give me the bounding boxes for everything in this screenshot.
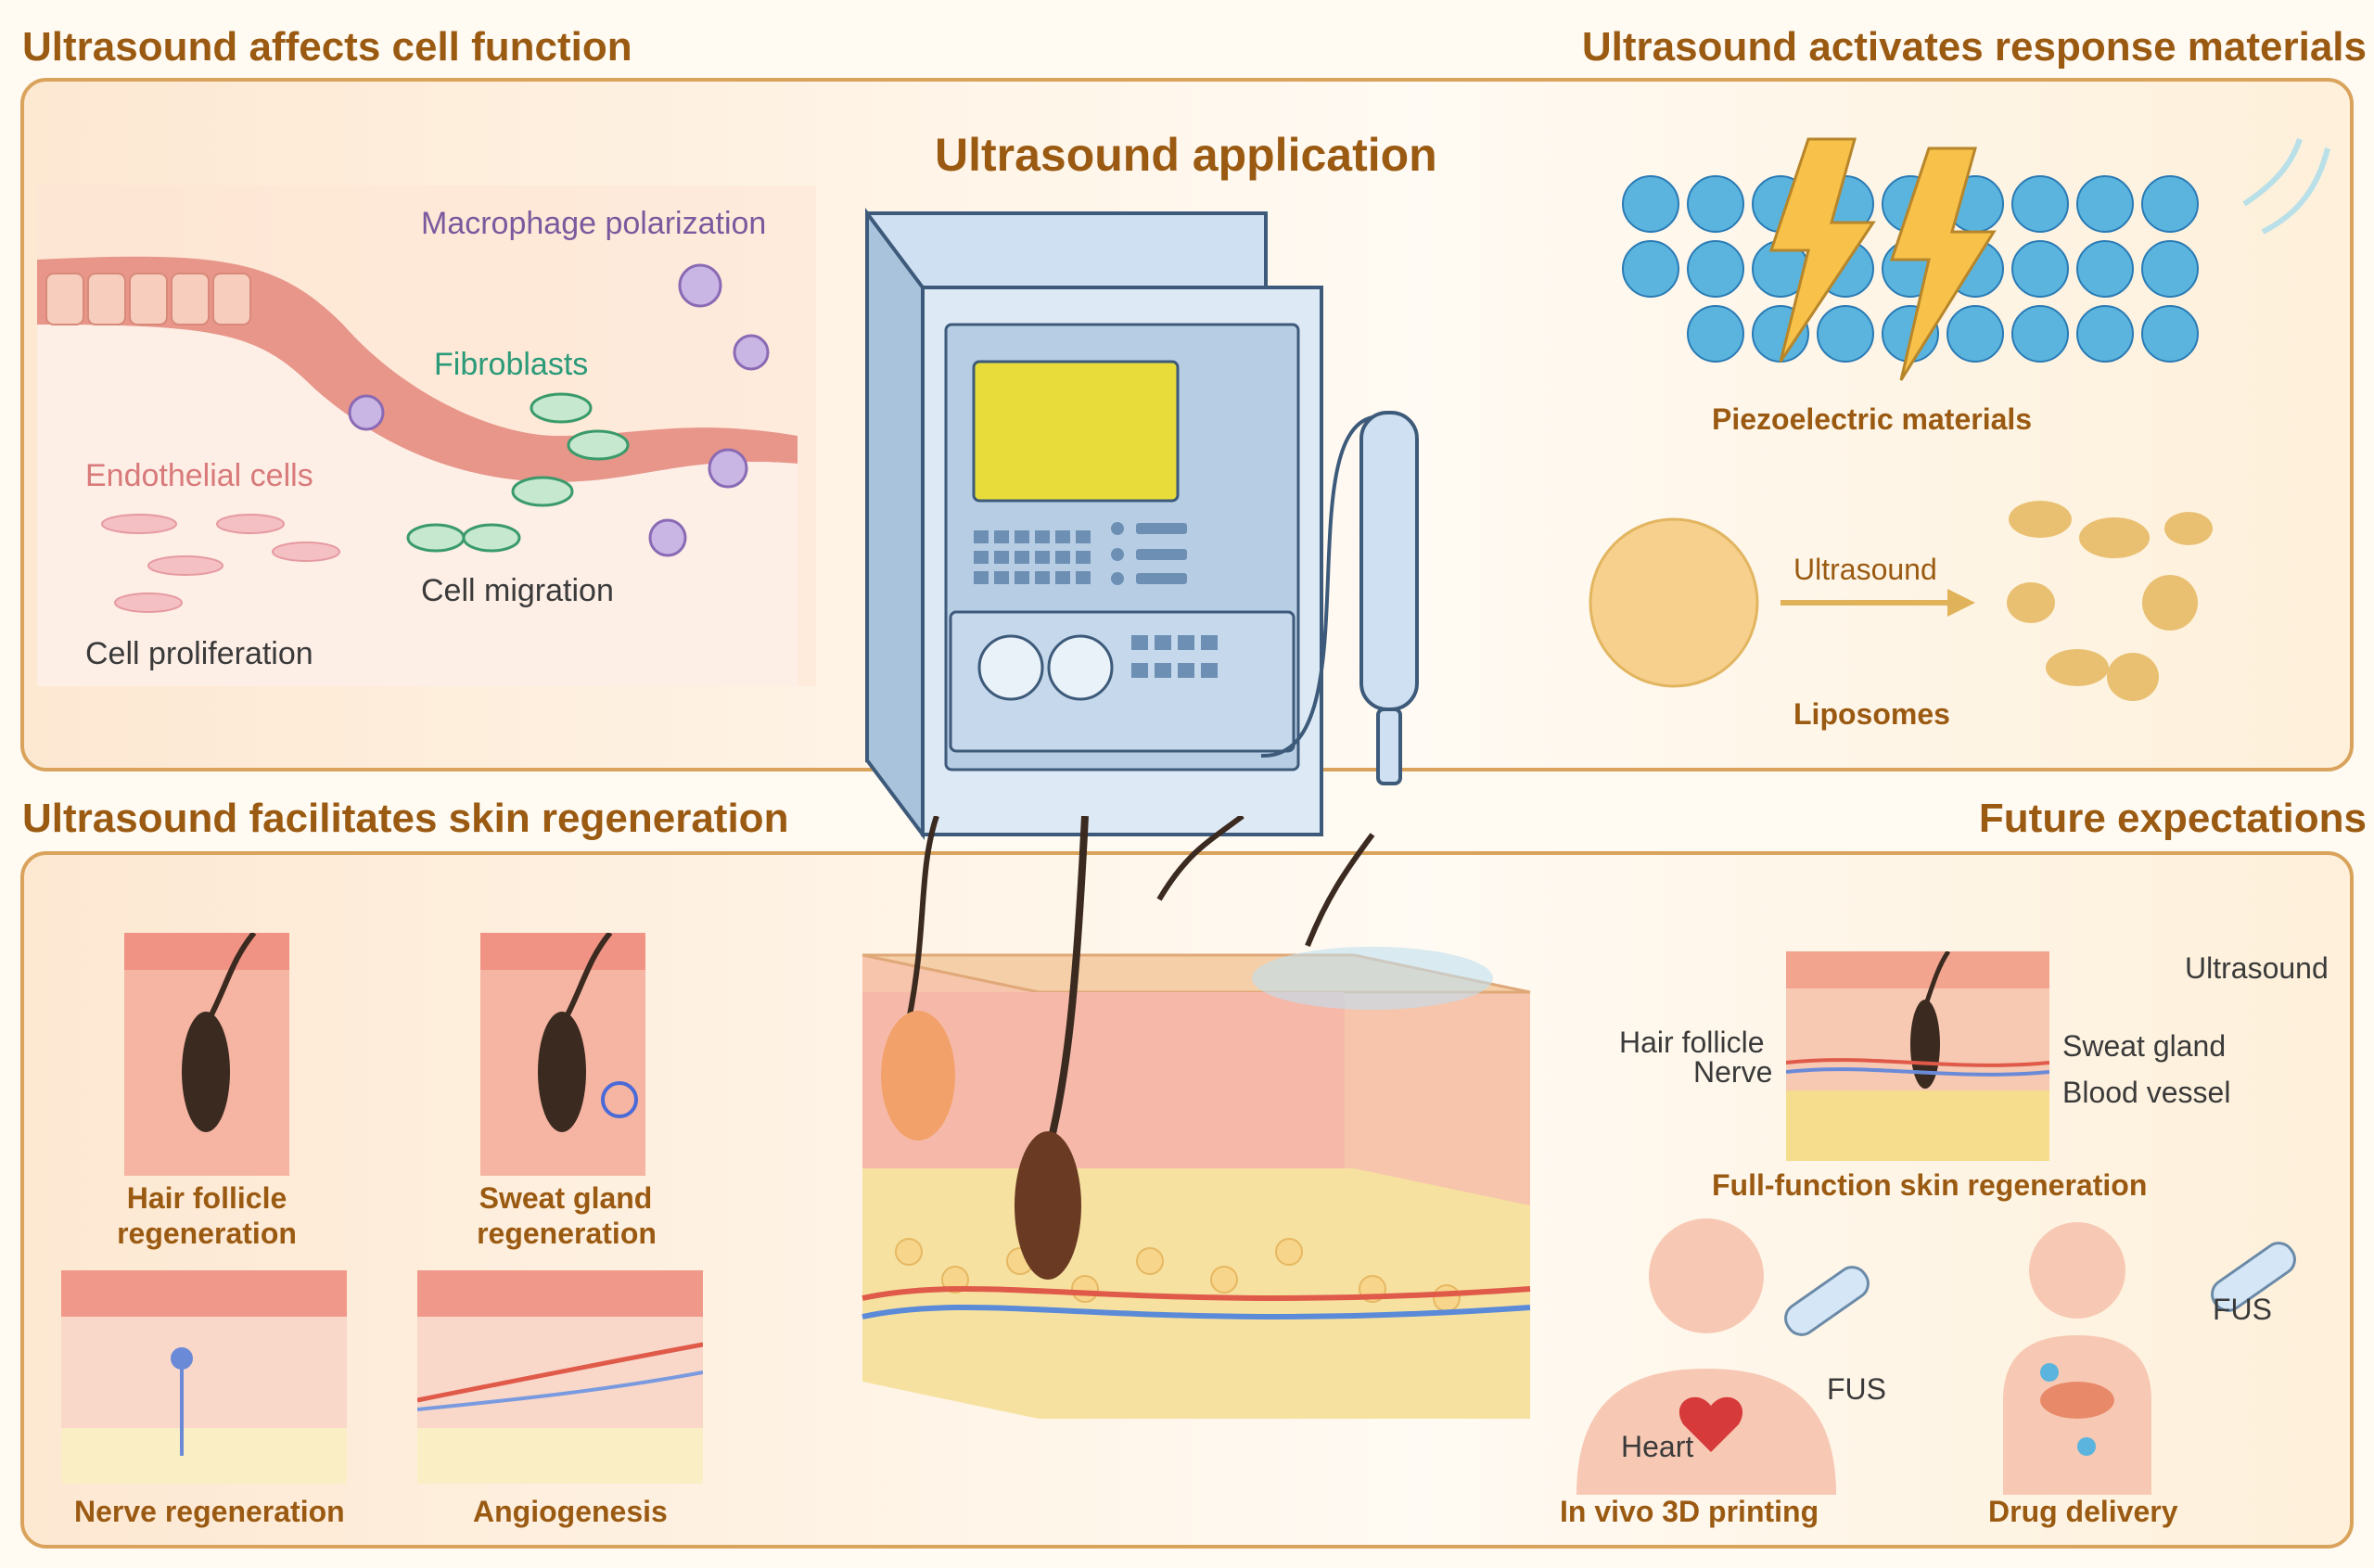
label-full-function: Full-function skin regeneration xyxy=(1712,1168,2148,1202)
endothelial-row xyxy=(45,273,251,325)
label-migration: Cell migration xyxy=(421,573,614,608)
hair-follicle-tile xyxy=(124,933,289,1176)
macrophage-cells xyxy=(348,263,770,557)
label-angiogenesis: Angiogenesis xyxy=(473,1495,668,1528)
arrow-head xyxy=(1947,589,1975,617)
angiogenesis-tile xyxy=(417,1270,703,1484)
heart-body-illustration xyxy=(1576,1218,1870,1495)
label-future-sweat-gland: Sweat gland xyxy=(2062,1029,2227,1063)
lightning-bolt-left xyxy=(1768,137,1876,363)
label-endothelial: Endothelial cells xyxy=(85,458,313,493)
label-hair-line1: Hair follicle xyxy=(126,1181,287,1215)
heart-icon xyxy=(1678,1396,1743,1452)
label-liposomes: Liposomes xyxy=(1793,697,1950,731)
heading-response-materials: Ultrasound activates response materials xyxy=(1581,24,2367,70)
full-function-skin-tile xyxy=(1786,951,2049,1161)
device-dial-left xyxy=(977,634,1044,701)
label-proliferation: Cell proliferation xyxy=(85,636,313,671)
label-hair-line2: regeneration xyxy=(117,1217,297,1250)
liposome-fragments xyxy=(2007,501,2213,701)
heading-cell-function: Ultrasound affects cell function xyxy=(22,24,632,70)
cell-function-illustration xyxy=(37,185,816,686)
label-fus-heart: FUS xyxy=(1827,1372,1886,1406)
label-drug-delivery: Drug delivery xyxy=(1988,1495,2178,1528)
label-sweat-line2: regeneration xyxy=(477,1217,657,1250)
label-piezoelectric: Piezoelectric materials xyxy=(1712,402,2033,436)
label-fus-drug: FUS xyxy=(2213,1293,2272,1326)
label-nerve-regeneration: Nerve regeneration xyxy=(74,1495,345,1528)
label-future-nerve: Nerve xyxy=(1693,1055,1773,1089)
fibroblast-cells xyxy=(406,392,630,553)
label-future-ultrasound: Ultrasound xyxy=(2185,951,2329,985)
title-ultrasound-application: Ultrasound application xyxy=(935,129,1437,181)
drug-body-illustration xyxy=(2003,1222,2296,1495)
nerve-tile xyxy=(61,1270,347,1484)
skin-block-illustration xyxy=(862,816,1531,1419)
label-fibroblasts: Fibroblasts xyxy=(434,347,589,382)
device-dial-right xyxy=(1047,634,1114,701)
label-macrophage: Macrophage polarization xyxy=(421,206,767,241)
device-screen xyxy=(972,360,1180,503)
proliferating-cells xyxy=(101,514,340,613)
heading-skin-regeneration: Ultrasound facilitates skin regeneration xyxy=(22,796,789,841)
label-future-blood-vessel: Blood vessel xyxy=(2062,1076,2231,1109)
heading-future: Future expectations xyxy=(1978,796,2367,841)
ultrasound-probe xyxy=(1359,411,1419,711)
label-future-hair-follicle: Hair follicle xyxy=(1619,1026,1765,1059)
label-sweat-line1: Sweat gland xyxy=(479,1181,653,1215)
ultrasound-device xyxy=(865,208,1419,840)
label-heart: Heart xyxy=(1621,1430,1694,1463)
liposome-illustration xyxy=(1589,501,2213,701)
lightning-bolt-right xyxy=(1889,147,1997,381)
label-materials-ultrasound: Ultrasound xyxy=(1793,553,1937,586)
piezoelectric-illustration xyxy=(1622,137,2330,381)
label-in-vivo-printing: In vivo 3D printing xyxy=(1560,1495,1819,1528)
sweat-gland-tile xyxy=(480,933,645,1176)
liposome-intact xyxy=(1589,517,1759,688)
